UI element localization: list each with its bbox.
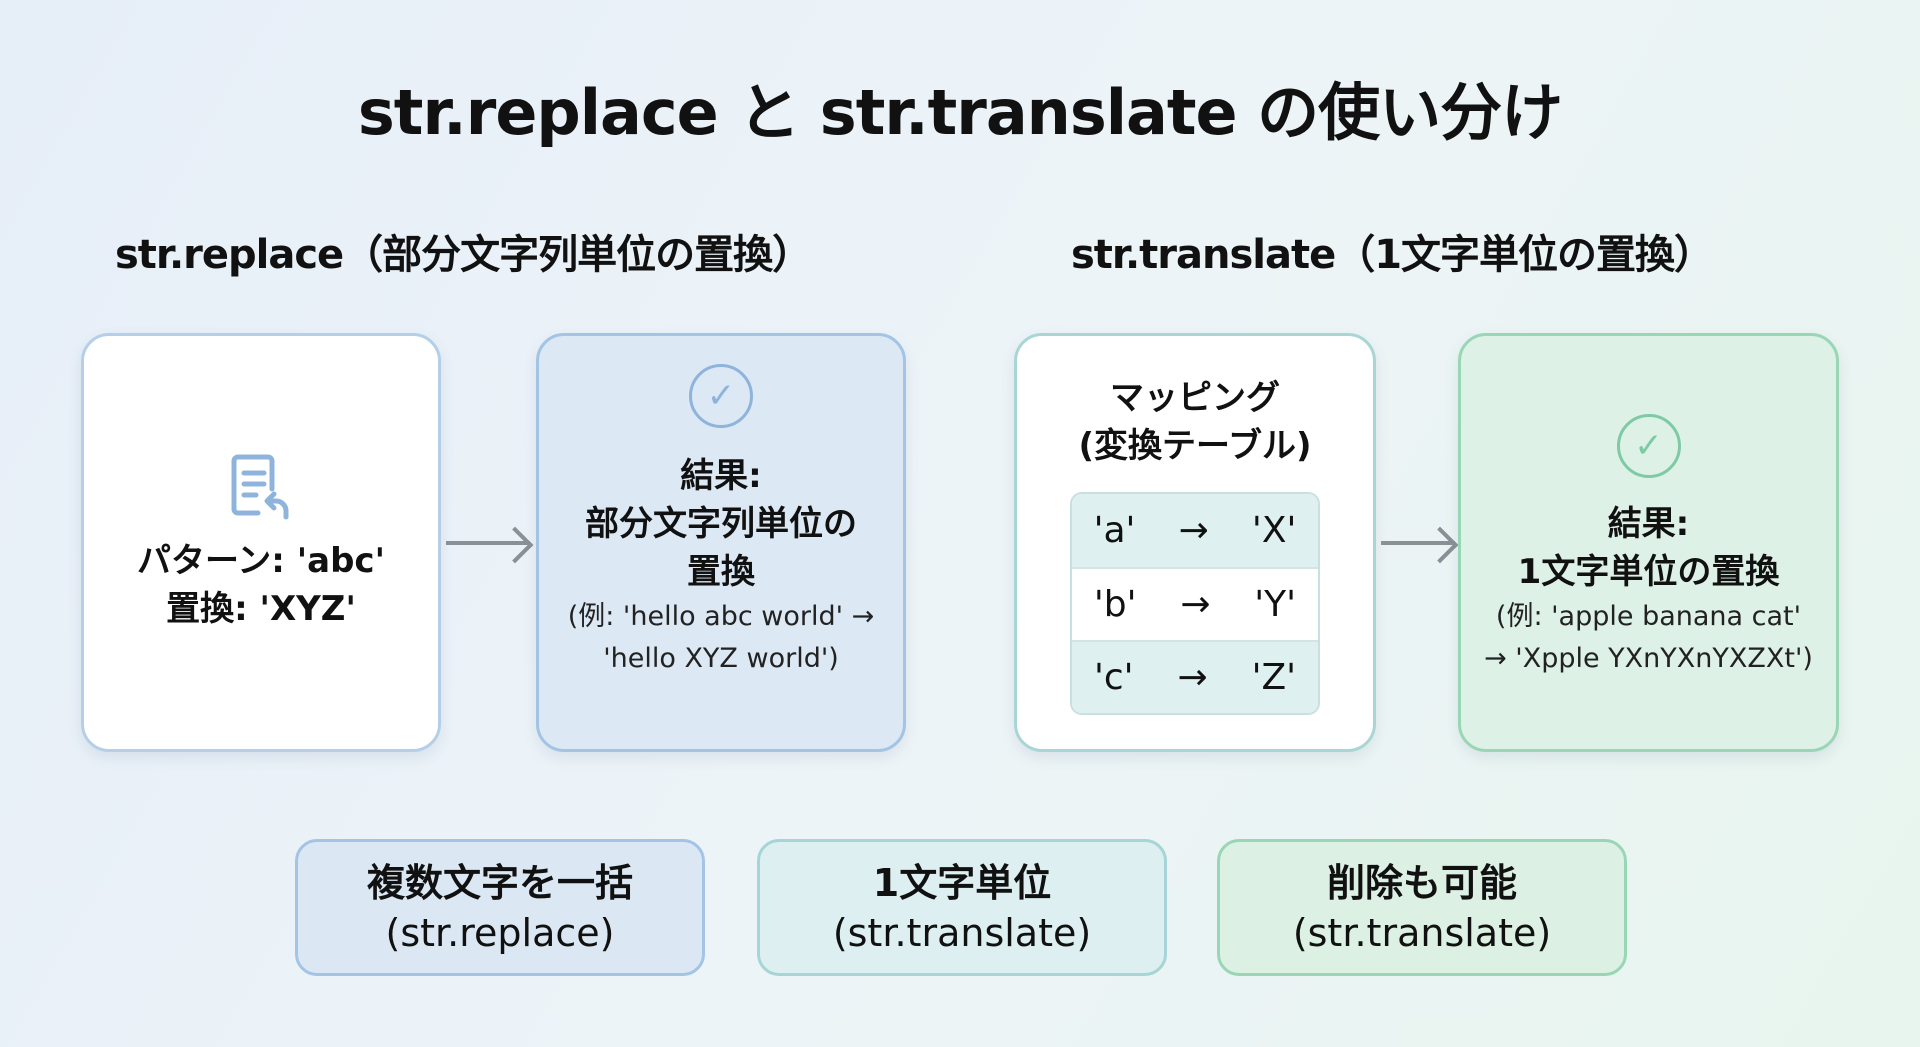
arrow-icon: → [1178,510,1209,551]
page-title: str.replace と str.translate の使い分け [357,76,1563,149]
result-text: 部分文字列単位の [585,504,857,544]
result-label: 結果: [1607,504,1690,544]
mapping-row: 'c' → 'Z' [1072,640,1318,713]
feature-method: (str.translate) [832,910,1092,955]
translate-result-card: ✓ 結果: 1文字単位の置換 (例: 'apple banana cat' → … [1458,333,1839,752]
example-text: 'hello XYZ world') [603,643,839,674]
mapping-card: マッピング (変換テーブル) 'a' → 'X' 'b' → 'Y' 'c' → 'Z' [1014,333,1376,752]
example-text: (例: 'apple banana cat' [1495,601,1802,632]
document-replace-icon [231,454,289,519]
result-text: 置換 [687,552,755,592]
feature-label: 1文字単位 [872,860,1052,905]
feature-box: 1文字単位 (str.translate) [757,839,1167,976]
feature-label: 削除も可能 [1326,860,1517,905]
example-text: (例: 'hello abc world' → [567,601,875,632]
to-char: 'Y' [1254,584,1297,625]
from-char: 'b' [1093,584,1137,625]
pattern-text: パターン: 'abc' [137,540,385,581]
mapping-row: 'a' → 'X' [1072,494,1318,567]
translate-heading: str.translate（1文字単位の置換） [1071,232,1714,278]
replacement-text: 置換: 'XYZ' [166,588,356,629]
from-char: 'a' [1093,510,1136,551]
mapping-title: マッピング [1110,378,1280,418]
feature-box: 削除も可能 (str.translate) [1217,839,1627,976]
check-circle-icon: ✓ [689,364,753,428]
feature-label: 複数文字を一括 [366,860,633,905]
to-char: 'X' [1251,510,1297,551]
mapping-table: 'a' → 'X' 'b' → 'Y' 'c' → 'Z' [1070,492,1320,715]
feature-method: (str.translate) [1292,910,1552,955]
to-char: 'Z' [1251,657,1297,698]
result-text: 1文字単位の置換 [1517,552,1780,592]
replace-input-card: パターン: 'abc' 置換: 'XYZ' [81,333,441,752]
feature-box: 複数文字を一括 (str.replace) [295,839,705,976]
feature-method: (str.replace) [385,910,615,955]
replace-heading: str.replace（部分文字列単位の置換） [115,232,812,278]
example-text: → 'Xpple YXnYXnYXZXt') [1484,643,1813,674]
from-char: 'c' [1093,657,1134,698]
mapping-row: 'b' → 'Y' [1072,567,1318,640]
arrow-icon [1381,541,1455,545]
check-circle-icon: ✓ [1616,414,1681,478]
arrow-icon [446,541,530,545]
arrow-icon: → [1177,657,1208,698]
result-label: 結果: [680,456,762,496]
arrow-icon: → [1180,584,1211,625]
replace-result-card: ✓ 結果: 部分文字列単位の 置換 (例: 'hello abc world' … [536,333,906,752]
mapping-subtitle: (変換テーブル) [1078,426,1312,466]
